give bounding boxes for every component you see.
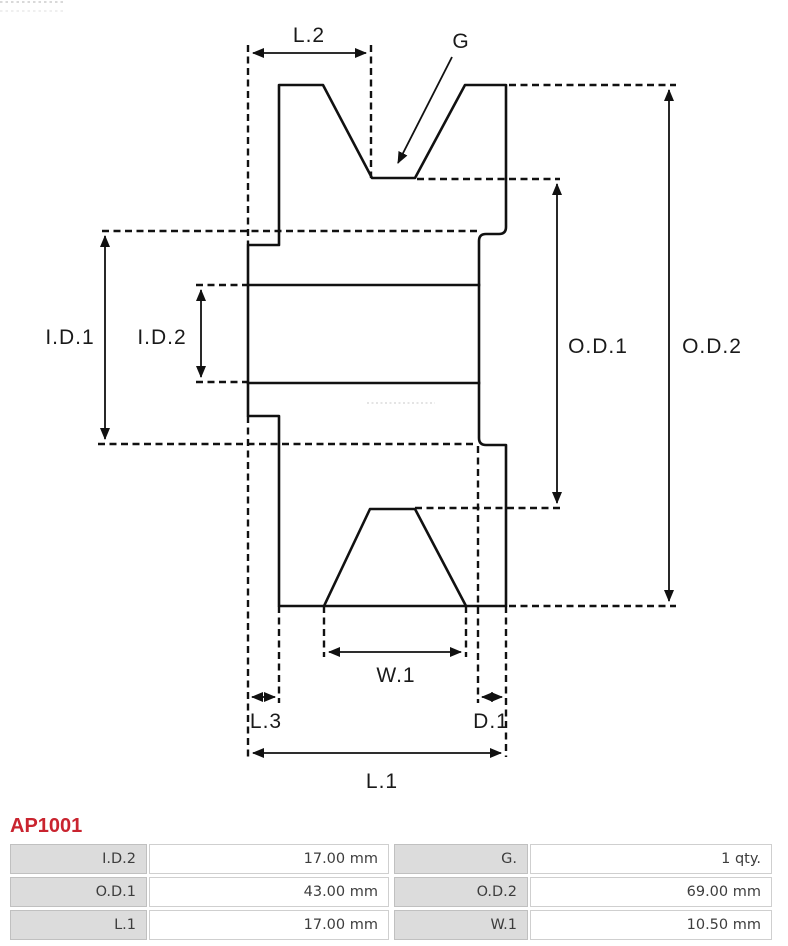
od2-label: O.D.2 — [682, 335, 742, 358]
od1-label: O.D.1 — [568, 335, 628, 358]
spec-tables: I.D.2 17.00 mm O.D.1 43.00 mm L.1 17.00 … — [10, 844, 788, 940]
id2-label: I.D.2 — [137, 326, 186, 349]
g-leader-arrow — [397, 56, 453, 164]
dimension-labels: L.2 G I.D.1 I.D.2 O.D.1 O.D.2 W.1 L.3 D.… — [45, 24, 742, 793]
spec-table-left: I.D.2 17.00 mm O.D.1 43.00 mm L.1 17.00 … — [10, 844, 389, 940]
l1-label: L.1 — [366, 770, 398, 793]
l2-label: L.2 — [293, 24, 325, 47]
spec-label: I.D.2 — [10, 844, 147, 874]
spec-value: 43.00 mm — [149, 877, 389, 907]
spec-value: 69.00 mm — [530, 877, 772, 907]
scan-artifact — [0, 1, 64, 12]
dimension-arrows — [100, 48, 674, 758]
l3-label: L.3 — [250, 710, 282, 733]
pulley-outline — [246, 83, 508, 608]
pulley-profile — [246, 83, 508, 608]
spec-label: W.1 — [394, 910, 528, 940]
spec-label: O.D.1 — [10, 877, 147, 907]
d1-label: D.1 — [473, 710, 509, 733]
w1-label: W.1 — [376, 664, 415, 687]
spec-value: 17.00 mm — [149, 910, 389, 940]
spec-value: 10.50 mm — [530, 910, 772, 940]
pulley-cross-section-drawing: L.2 G I.D.1 I.D.2 O.D.1 O.D.2 W.1 L.3 D.… — [0, 1, 742, 793]
part-number: AP1001 — [10, 815, 83, 837]
spec-label: O.D.2 — [394, 877, 528, 907]
spec-label: G. — [394, 844, 528, 874]
reference-lines — [98, 45, 676, 757]
spec-value: 17.00 mm — [149, 844, 389, 874]
drawing-area: L.2 G I.D.1 I.D.2 O.D.1 O.D.2 W.1 L.3 D.… — [0, 1, 742, 793]
groove-trapezoid — [322, 507, 468, 608]
id1-label: I.D.1 — [45, 326, 94, 349]
spec-value: 1 qty. — [530, 844, 772, 874]
spec-label: L.1 — [10, 910, 147, 940]
g-label: G — [452, 30, 469, 53]
spec-table-right: G. 1 qty. O.D.2 69.00 mm W.1 10.50 mm — [394, 844, 772, 940]
